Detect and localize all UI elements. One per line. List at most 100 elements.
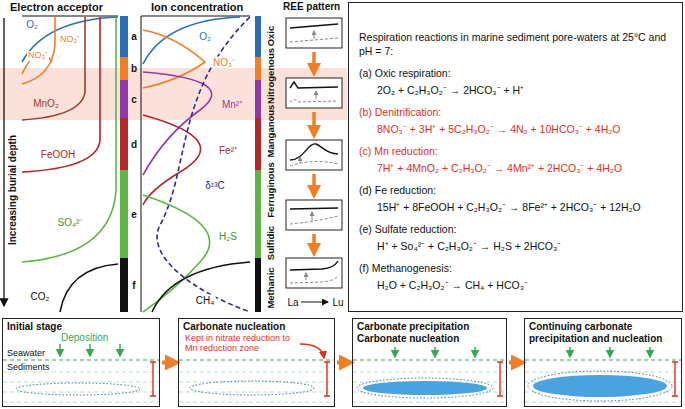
rect-shape xyxy=(120,258,128,312)
zone-name: Sulfidic xyxy=(266,225,276,261)
line-shape xyxy=(119,344,121,356)
curve-label: MnO₂ xyxy=(32,98,60,109)
path-shape xyxy=(22,17,100,172)
path-shape xyxy=(22,17,85,120)
sediment-layers xyxy=(3,360,681,402)
rect-shape xyxy=(120,57,128,80)
axis-line xyxy=(22,16,118,17)
panel-note: Kept in nitrate reduction to Mn reductio… xyxy=(185,333,299,354)
stage-panel: Continuing carbonate precipitation and n… xyxy=(524,318,682,407)
ree-boxes xyxy=(286,18,342,288)
panel-note: Seawater xyxy=(7,348,45,358)
ellipse-shape xyxy=(533,375,667,397)
plot-panel: REE pattern xyxy=(281,0,347,314)
ellipse-shape xyxy=(190,381,314,395)
line-shape xyxy=(609,347,611,357)
rect-shape xyxy=(120,80,128,118)
reaction-heading: (d) Fe reduction: xyxy=(359,183,674,197)
text-slot: Initial stage xyxy=(7,321,62,333)
deposition-arrows xyxy=(60,344,650,357)
ellipse-shape xyxy=(363,381,487,395)
line-shape xyxy=(312,234,316,250)
reaction-equation: H₂O + C₂H₃O₂⁻ → CH₄ + HCO₃⁻ xyxy=(359,278,674,292)
path-shape xyxy=(290,24,338,28)
rect-shape xyxy=(120,170,128,258)
text-slot: Continuing carbonate precipitation and n… xyxy=(529,321,679,344)
reaction-equation: 15H⁺ + 8FeOOH + C₂H₃O₂⁻ → 8Fe²⁺ + 2HCO₃⁻… xyxy=(359,200,674,214)
text-slot: Electron acceptor xyxy=(10,1,103,14)
axis-line xyxy=(141,16,142,312)
reaction-heading: (f) Methanogenesis: xyxy=(359,261,674,275)
path-shape xyxy=(157,17,250,312)
text-slot: Kept in nitrate reduction to Mn reductio… xyxy=(185,333,299,354)
acceptor-curves xyxy=(22,17,118,312)
stage-panel: Carbonate nucleationKept in nitrate redu… xyxy=(178,318,335,407)
path-shape xyxy=(290,276,338,283)
plot-panel: Ion concentration xyxy=(139,0,263,314)
rect-shape xyxy=(120,16,128,57)
stage-panel: Initial stageSeawaterSediments Deposition xyxy=(2,318,160,407)
stage-panel: Carbonate precipitationCarbonate nucleat… xyxy=(352,318,507,407)
panel-note: Carbonate nucleation xyxy=(357,333,459,345)
path-shape xyxy=(3,359,681,360)
rect-shape xyxy=(255,57,261,80)
line-shape xyxy=(316,91,317,99)
line-shape xyxy=(312,52,316,70)
ree-arrows xyxy=(312,52,316,250)
text-slot: Deposition xyxy=(61,332,108,344)
text-slot: Carbonate nucleation xyxy=(357,333,459,345)
stage-arrow xyxy=(337,361,349,365)
reaction-equation: 8NO₃⁻ + 3H⁺ + 5C₂H₃O₂⁻ → 4N₂ + 10HCO₃⁻ +… xyxy=(359,122,674,136)
curve-label: Fe²⁺ xyxy=(218,145,238,156)
text-slot: Carbonate nucleation xyxy=(183,321,285,333)
line-shape xyxy=(312,174,316,192)
line-shape xyxy=(312,112,316,132)
rect-shape xyxy=(255,80,261,118)
curve-label: Mn²⁺ xyxy=(221,99,243,110)
depth-axis xyxy=(3,18,4,306)
curve-label: NO₂⁻ xyxy=(59,35,81,45)
path-shape xyxy=(290,161,338,166)
path-shape xyxy=(60,264,118,312)
panel-title: Ion concentration xyxy=(151,1,243,14)
reaction-heading: (c) Mn reduction: xyxy=(359,144,674,158)
panel-note: Sediments xyxy=(7,362,50,372)
path-shape xyxy=(290,99,338,102)
path-shape xyxy=(22,17,116,262)
zone-name: Ferruginous xyxy=(266,161,276,218)
text-slot: REE pattern xyxy=(283,1,340,13)
stage-arrow xyxy=(509,361,521,365)
path-shape xyxy=(22,17,55,84)
path-shape xyxy=(143,115,201,205)
path-shape xyxy=(150,362,156,396)
zone-name: Oxic xyxy=(266,25,276,48)
panel-title: REE pattern xyxy=(283,1,340,13)
rect-shape xyxy=(255,16,261,57)
rect-shape xyxy=(286,18,342,48)
rect-shape xyxy=(255,258,261,312)
curve-label: CH₄ xyxy=(195,295,216,306)
path-shape xyxy=(324,362,330,396)
line-shape xyxy=(314,31,315,39)
reaction-heading: (b) Denitrification: xyxy=(359,105,674,119)
zone-name: Methanic xyxy=(266,266,276,309)
zone-letter: e xyxy=(130,209,138,220)
intro-text: Respiration reactions in marine sediment… xyxy=(359,30,674,58)
line-shape xyxy=(394,347,396,357)
path-shape xyxy=(143,30,205,88)
rect-shape xyxy=(255,170,261,258)
curve-label: δ¹³C xyxy=(204,180,225,191)
line-shape xyxy=(300,157,301,163)
axis-line xyxy=(141,16,250,17)
rect-shape xyxy=(255,118,261,170)
path-shape xyxy=(497,362,503,396)
path-shape xyxy=(22,17,118,62)
zone-name: Manganous xyxy=(266,104,276,159)
path-shape xyxy=(300,344,324,358)
carbonate-bodies xyxy=(16,371,672,401)
line-shape xyxy=(649,347,651,357)
rect-shape xyxy=(286,140,342,170)
curve-label: CO₂ xyxy=(30,291,51,302)
